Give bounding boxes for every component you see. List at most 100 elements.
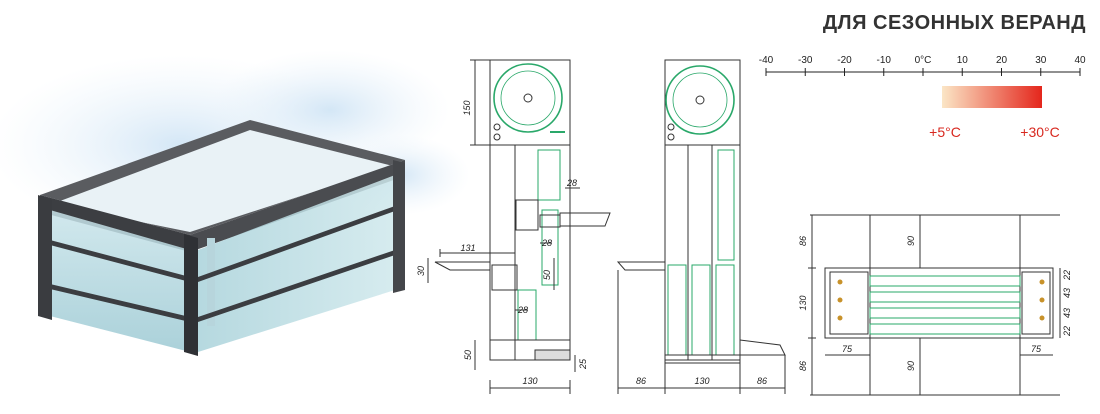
corner-post	[184, 234, 198, 356]
dim-label-right-col: 43	[1062, 308, 1072, 318]
dim-label-left-width: 75	[842, 344, 853, 354]
range-end-label: +30°C	[1020, 124, 1059, 140]
roller-axis	[695, 95, 705, 105]
side-rail	[198, 250, 395, 322]
plan-glass	[869, 307, 1021, 319]
glass-pane-upper	[537, 149, 561, 201]
plan-fixing	[837, 297, 843, 303]
glass-pane	[715, 264, 735, 356]
dim-label-right-col: 22	[1062, 270, 1072, 281]
fixing-hole	[493, 123, 501, 131]
left-drawing-dims: 150 28 131 28 30 50 28 50 25 130	[416, 100, 588, 386]
front-glass	[50, 210, 190, 352]
plan-fixing	[1039, 279, 1045, 285]
dim-label-gap-middle: 28	[541, 238, 552, 248]
dim-label-inner-height: 50	[542, 270, 552, 280]
bottom-profile	[664, 354, 741, 364]
fixing-hole	[667, 123, 675, 131]
middle-drawing-dims: 86 130 86	[636, 376, 767, 386]
front-rail	[50, 284, 190, 322]
roller-drum	[500, 70, 556, 126]
plan-drawing	[808, 214, 1061, 396]
plan-fixing	[1039, 297, 1045, 303]
front-rail	[50, 240, 190, 282]
side-rail	[198, 206, 395, 282]
dim-label-bottom-height: 50	[463, 350, 473, 360]
veranda-ceiling	[52, 130, 393, 232]
dim-label-box-height: 150	[462, 100, 472, 115]
glass-pane	[717, 149, 735, 261]
profile-node	[539, 214, 561, 228]
plan-fixing	[837, 315, 843, 321]
profile-node	[515, 199, 539, 231]
dim-label-top-inner: 90	[906, 236, 916, 246]
plan-fixing	[837, 279, 843, 285]
scale-ticks: -40 -30 -20 -10 0°C 10 20 30 40	[759, 55, 1086, 76]
shelf-right	[739, 339, 786, 356]
glass-pane-middle	[541, 209, 559, 286]
dim-label-top-height: 86	[798, 236, 808, 246]
fixing-hole	[667, 133, 675, 141]
page-title: ДЛЯ СЕЗОННЫХ ВЕРАНД	[822, 12, 1086, 34]
plan-glass	[869, 275, 1021, 287]
glass-pane-lower	[517, 289, 537, 341]
corner-post	[393, 160, 405, 293]
roller-drum	[672, 72, 728, 128]
guide-body	[664, 144, 741, 361]
dim-label-right-col: 22	[1062, 326, 1072, 337]
side-glass	[198, 175, 395, 352]
roller-axis	[523, 93, 533, 103]
range-start-label: +5°C	[929, 124, 961, 140]
shelf-bracket-right	[559, 212, 611, 227]
veranda-illustration	[0, 50, 470, 356]
scale-tick-label: 20	[996, 55, 1008, 66]
dim-label-right: 86	[757, 376, 767, 386]
roller-drum	[493, 63, 563, 133]
plan-drawing-dims: 86 90 130 86 90 75 75 22 43 43 22	[798, 236, 1072, 371]
front-beam	[40, 195, 190, 252]
glass-pane	[667, 264, 687, 356]
dim-label-mid-height: 130	[798, 295, 808, 310]
shelf-left	[434, 261, 491, 271]
dim-label-left: 86	[636, 376, 646, 386]
temperature-scale: -40 -30 -20 -10 0°C 10 20 30 40 +5°C +30°C	[759, 55, 1086, 140]
dim-label-shelf-width: 131	[460, 243, 475, 253]
dim-label-bottom-height: 86	[798, 361, 808, 371]
dim-label-right-width: 75	[1031, 344, 1042, 354]
fixing-hole	[493, 133, 501, 141]
shelf-left	[616, 261, 666, 271]
scale-tick-label: -20	[837, 55, 852, 66]
corner-post	[38, 195, 52, 320]
left-section-drawing	[427, 59, 611, 394]
scale-tick-label: 10	[957, 55, 969, 66]
dim-label-gap-upper: 28	[566, 178, 577, 188]
plan-frame	[824, 267, 1054, 339]
plan-glass	[869, 323, 1021, 335]
middle-section-drawing	[616, 59, 786, 394]
dim-label-gap-lower: 28	[517, 305, 528, 315]
scale-tick-label: -10	[877, 55, 892, 66]
plan-node-right	[1021, 271, 1051, 335]
dim-label-shelf-height: 30	[416, 266, 426, 276]
bottom-foot	[534, 349, 571, 361]
side-beam	[190, 160, 405, 252]
scale-tick-label: -40	[759, 55, 774, 66]
dim-label-base-width: 130	[522, 376, 537, 386]
roller-drum	[665, 65, 735, 135]
temperature-range-bar	[942, 86, 1042, 108]
scale-tick-label: 40	[1074, 55, 1086, 66]
scale-tick-label: 0°C	[915, 55, 932, 66]
plan-glass	[869, 291, 1021, 303]
glass-pane	[691, 264, 711, 356]
scale-tick-label: 30	[1035, 55, 1047, 66]
profile-node	[491, 264, 518, 291]
dim-label-bottom-inner: 90	[906, 361, 916, 371]
dim-label-foot-height: 25	[578, 358, 588, 370]
back-post	[207, 238, 215, 326]
plan-node-left	[829, 271, 869, 335]
scale-tick-label: -30	[798, 55, 813, 66]
dim-label-center: 130	[694, 376, 709, 386]
dim-label-right-col: 43	[1062, 288, 1072, 298]
plan-fixing	[1039, 315, 1045, 321]
